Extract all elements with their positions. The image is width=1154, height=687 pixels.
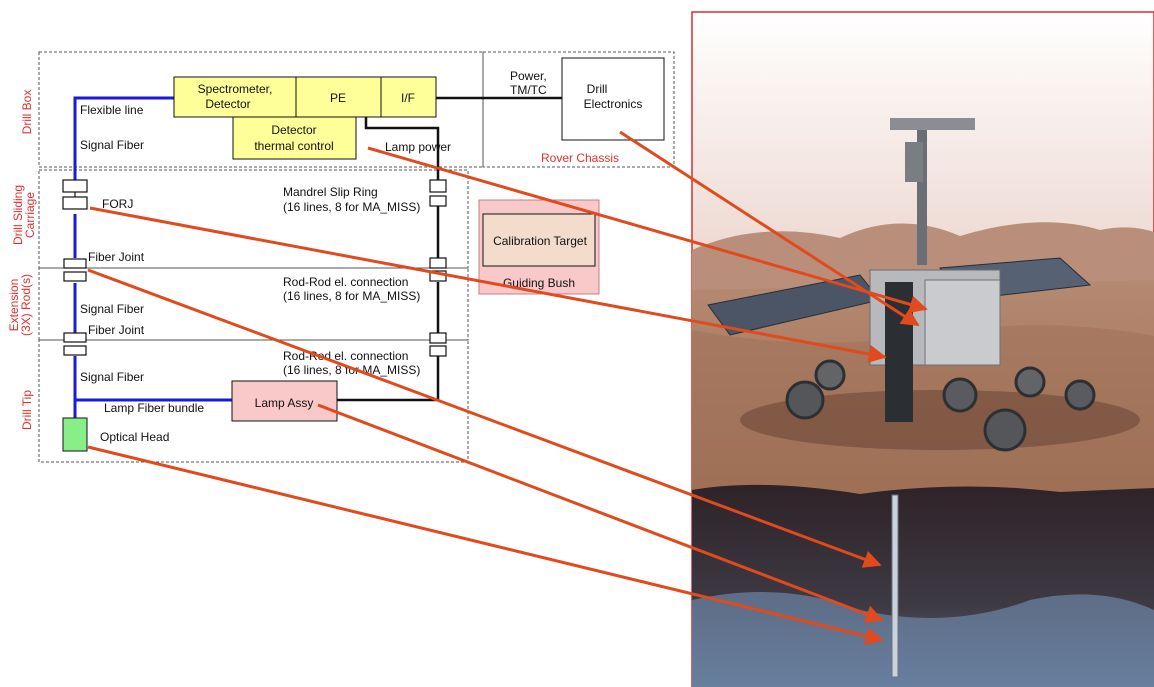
fiber-joint-1-connector <box>63 258 87 282</box>
if-block: I/F <box>380 76 437 118</box>
section-drill-sliding-line1: Drill Sliding <box>11 185 25 245</box>
calibration-target-label: Calibration Target <box>493 234 587 248</box>
rover <box>707 118 1096 452</box>
arrow-detector-thermal <box>367 146 928 314</box>
lamp-power-label: Lamp power <box>385 140 451 154</box>
spectrometer-label-line1: Spectrometer, <box>198 82 273 96</box>
forj-connector <box>62 179 88 210</box>
lamp-assy-label: Lamp Assy <box>255 396 314 410</box>
rod-rod-2-line2: (16 lines, 8 for MA_MISS) <box>283 363 420 377</box>
drill-tip-frame <box>38 339 469 463</box>
optical-head-block <box>62 417 88 452</box>
detector-thermal-line2: thermal control <box>254 139 333 153</box>
pe-block: PE <box>295 76 382 118</box>
rod-rod-2-line1: Rod-Rod el. connection <box>283 349 408 363</box>
drill-electronics-line1: Drill <box>587 82 608 96</box>
fiber-joint-label-1: Fiber Joint <box>88 250 145 264</box>
if-label: I/F <box>401 91 415 105</box>
rod-rod-1-line2: (16 lines, 8 for MA_MISS) <box>283 289 420 303</box>
mandrel-slip-ring-line1: Mandrel Slip Ring <box>283 185 378 199</box>
drill-sliding-carriage-frame <box>38 169 469 269</box>
drill-electronics-block: Drill Electronics <box>561 57 665 141</box>
arrow-forj <box>89 206 887 363</box>
signal-fiber-label-2: Signal Fiber <box>80 302 144 316</box>
rover-chassis-frame <box>482 51 675 168</box>
power-tmtc-line1: Power, <box>510 69 547 83</box>
detector-thermal-block: Detector thermal control <box>232 116 357 160</box>
pe-label: PE <box>330 91 346 105</box>
arrow-optical-head <box>87 445 884 645</box>
arrow-fiber-joint <box>87 268 882 568</box>
signal-fiber-path <box>73 96 232 418</box>
fiber-joint-label-2: Fiber Joint <box>88 323 145 337</box>
drill-electronics-line2: Electronics <box>584 97 643 111</box>
mandrel-slip-ring-line2: (16 lines, 8 for MA_MISS) <box>283 200 420 214</box>
rod-rod-1-line1: Rod-Rod el. connection <box>283 275 408 289</box>
fiber-joint-2-connector <box>63 332 87 356</box>
section-drill-box: Drill Box <box>20 90 34 135</box>
spectrometer-block: Spectrometer, Detector <box>173 76 297 118</box>
signal-fiber-label-1: Signal Fiber <box>80 138 144 152</box>
power-lines <box>337 96 562 402</box>
guiding-bush-label: Guiding Bush <box>503 276 575 290</box>
detector-thermal-line1: Detector <box>271 123 316 137</box>
rod-connector-1 <box>429 257 447 282</box>
signal-fiber-label-3: Signal Fiber <box>80 370 144 384</box>
section-extension-line1: Extension <box>7 279 21 332</box>
extension-rods-frame <box>38 267 469 341</box>
drill-box-frame <box>38 51 484 168</box>
slip-ring-connector <box>429 179 447 207</box>
flexible-line-label: Flexible line <box>80 103 144 117</box>
section-extension-line2: (3X) Rod(s) <box>19 274 33 336</box>
guiding-bush-block: Calibration Target Guiding Bush <box>478 199 600 295</box>
section-drill-sliding-line2: Carriage <box>23 192 37 238</box>
optical-head-label: Optical Head <box>100 430 169 444</box>
rover-chassis-label: Rover Chassis <box>541 151 619 165</box>
forj-label: FORJ <box>102 197 133 211</box>
power-tmtc-line2: TM/TC <box>510 83 547 97</box>
spectrometer-label-line2: Detector <box>205 97 250 111</box>
rover-illustration <box>691 11 1154 687</box>
section-drill-tip: Drill Tip <box>20 390 34 430</box>
lamp-fiber-bundle-label: Lamp Fiber bundle <box>104 401 204 415</box>
arrow-lamp-assy <box>317 403 884 623</box>
lamp-assy-block: Lamp Assy <box>231 380 338 422</box>
rod-connector-2 <box>429 332 447 357</box>
